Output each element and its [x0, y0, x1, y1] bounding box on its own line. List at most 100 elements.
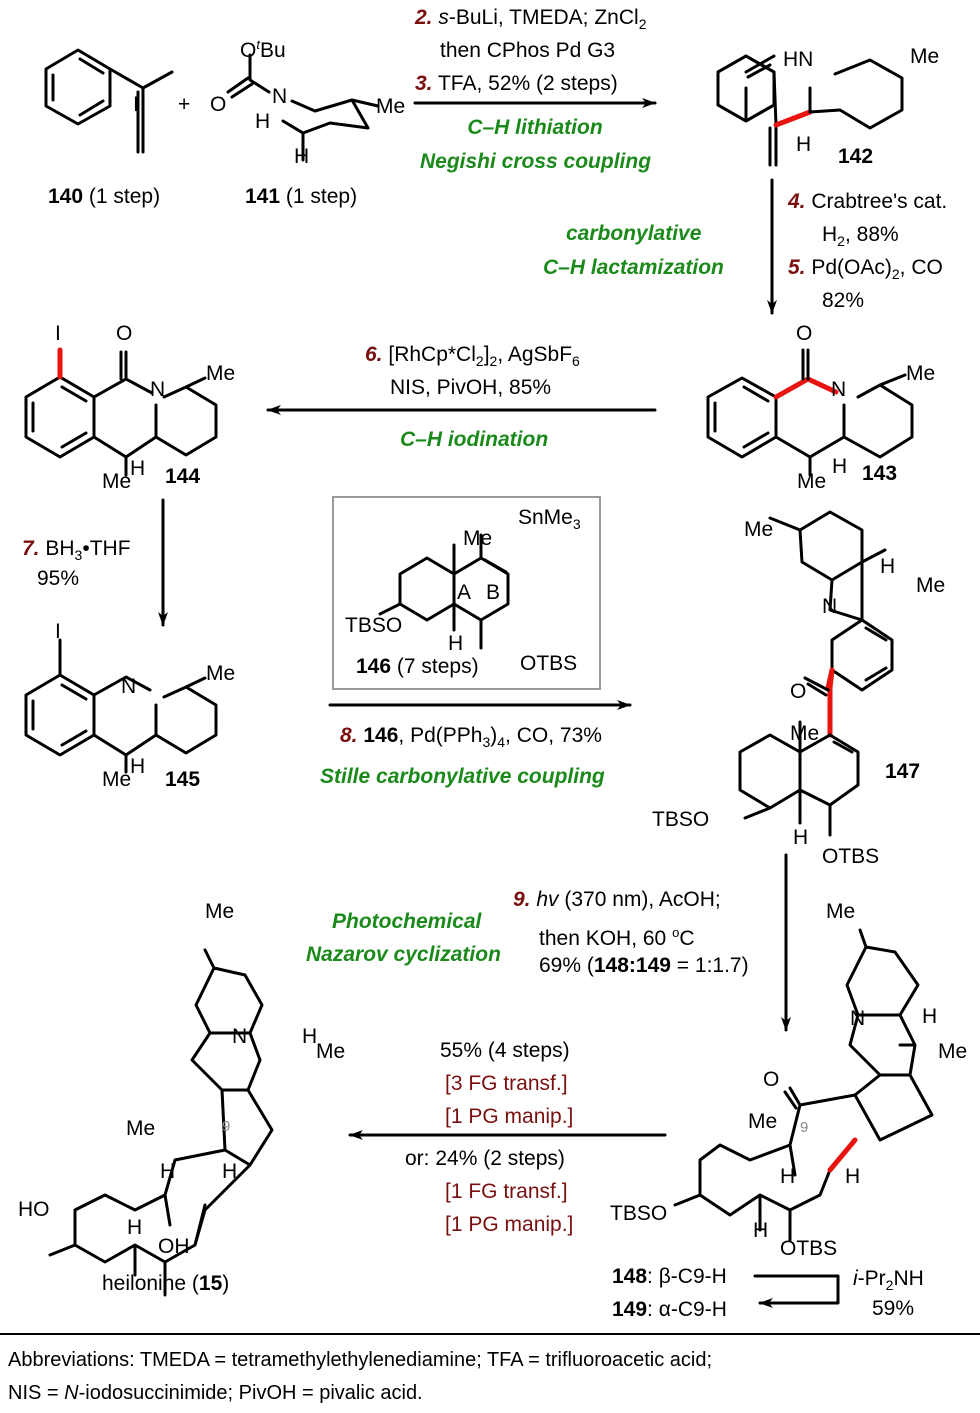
compound-143-structure [706, 348, 914, 477]
atom-iodine-140: I [133, 93, 139, 116]
step7-yield: 95% [37, 567, 80, 590]
atom-label: H [793, 826, 809, 849]
atom-label: Me [916, 574, 946, 597]
reaction-type-photochemical: Photochemical [332, 910, 482, 933]
atom-label: O [790, 680, 807, 703]
atom-label: N [272, 85, 288, 108]
atom-label: O [210, 93, 227, 116]
carbon-9-label: 9 [222, 1118, 231, 1135]
abbreviations-line1: Abbreviations: TMEDA = tetramethylethyle… [8, 1349, 713, 1371]
compound-147-structure [738, 510, 894, 837]
route1-pg: [1 PG manip.] [445, 1105, 574, 1128]
plus-sign: + [178, 93, 191, 116]
compound-148-149-structure [673, 928, 934, 1242]
compound-142-structure [716, 54, 904, 167]
atom-label: OH [158, 1235, 190, 1258]
atom-label: H [255, 110, 271, 133]
ring-a-label: A [457, 581, 472, 604]
atom-label: Me [205, 900, 235, 923]
compound-140-structure [44, 48, 174, 154]
atom-label: TBSO [652, 808, 710, 831]
atom-label: Me [102, 768, 132, 791]
step3-conditions: 3. TFA, 52% (2 steps) [415, 72, 618, 95]
atom-label: O [796, 322, 813, 345]
compound-145-structure [24, 638, 218, 774]
atom-label: N [232, 1025, 248, 1048]
atom-label: H [780, 1165, 796, 1188]
route2-fg: [1 FG transf.] [445, 1180, 568, 1203]
compound-141-label: 141 (1 step) [245, 185, 358, 208]
atom-label: HN [783, 48, 814, 71]
reaction-type-lithiation: C–H lithiation [467, 116, 603, 139]
step5-yield: 82% [822, 289, 865, 312]
atom-label: Me [744, 518, 774, 541]
abbreviations-line2: NIS = N-iodosuccinimide; PivOH = pivalic… [8, 1382, 423, 1404]
atom-label: H [448, 632, 464, 655]
atom-label: Me [102, 470, 132, 493]
compound-141-structure [226, 53, 380, 162]
reaction-type-negishi: Negishi cross coupling [420, 150, 652, 173]
atom-label: Me [316, 1040, 346, 1063]
atom-label: N [822, 595, 838, 618]
atom-label: Me [826, 900, 856, 923]
heilonine-structure [48, 948, 274, 1297]
carbon-9-label: 9 [800, 1119, 809, 1136]
step5-conditions: 5. Pd(OAc)2, CO [788, 256, 943, 283]
compound-144-structure [24, 347, 218, 477]
compound-148-descriptor: 148: β-C9-H [612, 1265, 727, 1288]
step2-conditions: 2. s-BuLi, TMEDA; ZnCl2 [415, 6, 647, 33]
atom-label: H [753, 1219, 769, 1242]
atom-label: O [763, 1068, 780, 1091]
atom-label: H [222, 1160, 238, 1183]
epimerization-reagent: i-Pr2NH [853, 1267, 924, 1294]
atom-label: Me [206, 362, 236, 385]
atom-label: O [116, 322, 133, 345]
compound-144-label: 144 [165, 465, 201, 488]
atom-label: Me [790, 722, 820, 745]
compound-146-box [332, 496, 601, 690]
atom-label: H [845, 1165, 861, 1188]
atom-label: H [294, 145, 310, 168]
reaction-type-nazarov: Nazarov cyclization [306, 943, 501, 966]
atom-label: H [832, 455, 848, 478]
route1-yield: 55% (4 steps) [440, 1039, 570, 1062]
atom-label: N [121, 675, 137, 698]
atom-label: Me [126, 1117, 156, 1140]
route2-yield: or: 24% (2 steps) [405, 1147, 565, 1170]
atom-label: N [850, 1007, 866, 1030]
compound-147-label: 147 [885, 760, 921, 783]
atom-label: TBSO [345, 614, 403, 637]
atom-label: H [160, 1160, 176, 1183]
step6-conditions-line2: NIS, PivOH, 85% [390, 376, 552, 399]
compound-145-label: 145 [165, 768, 201, 791]
atom-label: H [127, 1216, 143, 1239]
atom-label: H [302, 1025, 318, 1048]
step9-yield-ratio: 69% (148:149 = 1:1.7) [539, 954, 749, 977]
step7-conditions: 7. BH3•THF [22, 537, 131, 564]
step4-conditions: 4. Crabtree's cat. [788, 190, 948, 213]
atom-label: OTBS [780, 1237, 838, 1260]
step9-conditions-line2: then KOH, 60 oC [539, 925, 695, 950]
reaction-type-iodination: C–H iodination [400, 428, 549, 451]
atom-label: Me [376, 95, 406, 118]
compound-142-label: 142 [838, 145, 874, 168]
atom-label: H [880, 555, 896, 578]
atom-label: OTBS [520, 652, 578, 675]
atom-label: H [130, 457, 146, 480]
atom-label: I [55, 620, 61, 643]
atom-label: I [55, 322, 61, 345]
atom-label: Me [206, 662, 236, 685]
atom-label: OtBu [240, 37, 286, 62]
atom-label: Me [748, 1110, 778, 1133]
atom-label: N [150, 378, 166, 401]
compound-140-label: 140 (1 step) [48, 185, 161, 208]
atom-label: N [831, 378, 847, 401]
epimerization-yield: 59% [872, 1297, 915, 1320]
step4-conditions-line2: H2, 88% [822, 223, 899, 250]
route2-pg: [1 PG manip.] [445, 1213, 574, 1236]
atom-label: Me [938, 1040, 968, 1063]
compound-143-label: 143 [862, 462, 898, 485]
reaction-type-lactamization: C–H lactamization [543, 256, 724, 279]
step9-conditions: 9. hv (370 nm), AcOH; [513, 888, 721, 911]
atom-label: H [922, 1005, 938, 1028]
